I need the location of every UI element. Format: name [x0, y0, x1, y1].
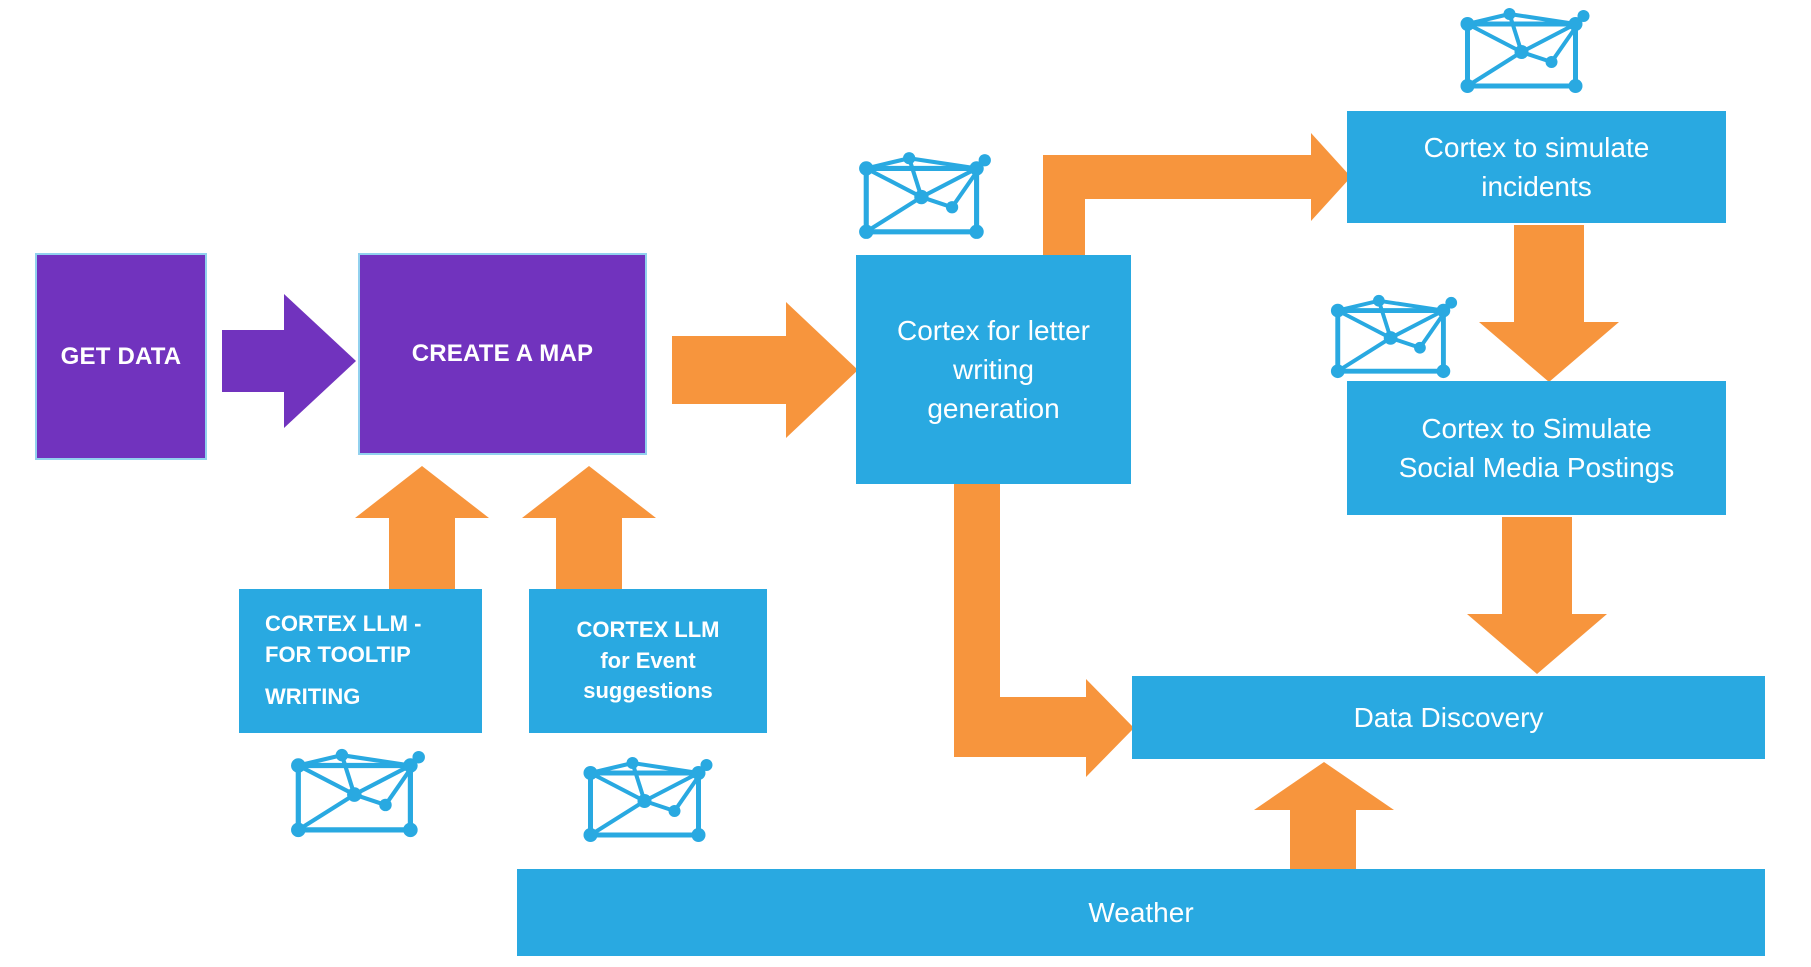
arrow-vertical-segment — [954, 484, 1000, 757]
letter-writing-box: Cortex for letter writing generation — [856, 255, 1131, 484]
arrow-shaft — [672, 336, 788, 404]
network-graph-icon — [1458, 4, 1593, 96]
social-media-label: Cortex to Simulate Social Media Postings — [1398, 412, 1675, 483]
arrow-head — [1467, 614, 1607, 674]
tooltip-llm-subtitle: WRITING — [265, 684, 361, 710]
arrow-head — [355, 466, 489, 518]
arrow-head — [1479, 322, 1619, 382]
arrow-head — [522, 466, 656, 518]
network-graph-icon — [858, 148, 993, 242]
event-llm-label: CORTEX LLM for Event suggestions — [576, 616, 720, 704]
arrow-shaft — [1514, 225, 1584, 322]
arrow-head — [1086, 679, 1134, 777]
data-discovery-label: Data Discovery — [1353, 701, 1544, 733]
network-graph-icon — [581, 753, 716, 845]
simulate-incidents-box: Cortex to simulate incidents — [1347, 111, 1726, 223]
weather-box: Weather — [517, 869, 1765, 956]
weather-label: Weather — [1088, 896, 1194, 928]
event-llm-box: CORTEX LLM for Event suggestions — [529, 589, 767, 733]
network-graph-icon — [1326, 291, 1463, 381]
arrow-shaft — [389, 518, 455, 589]
tooltip-llm-box: CORTEX LLM - FOR TOOLTIP WRITING — [239, 589, 482, 733]
arrow-head — [284, 294, 356, 428]
tooltip-llm-title: CORTEX LLM - FOR TOOLTIP — [265, 610, 422, 667]
network-graph-icon — [290, 744, 427, 841]
get-data-label: GET DATA — [60, 342, 182, 370]
arrow-shaft — [556, 518, 622, 589]
get-data-box: GET DATA — [35, 253, 207, 460]
arrow-head — [1311, 133, 1351, 221]
simulate-incidents-label: Cortex to simulate incidents — [1423, 131, 1650, 202]
arrow-shaft — [222, 330, 286, 392]
letter-writing-label: Cortex for letter writing generation — [897, 314, 1090, 425]
arrow-shaft — [1290, 810, 1356, 869]
data-discovery-box: Data Discovery — [1132, 676, 1765, 759]
arrow-horizontal-segment — [1043, 155, 1311, 199]
arrow-head — [1254, 762, 1394, 810]
arrow-horizontal-segment — [954, 697, 1086, 757]
social-media-box: Cortex to Simulate Social Media Postings — [1347, 381, 1726, 515]
arrow-shaft — [1502, 517, 1572, 614]
arrow-vertical-segment — [1043, 155, 1085, 258]
arrow-head — [786, 302, 858, 438]
create-map-label: CREATE A MAP — [411, 340, 594, 367]
create-map-box: CREATE A MAP — [358, 253, 647, 455]
